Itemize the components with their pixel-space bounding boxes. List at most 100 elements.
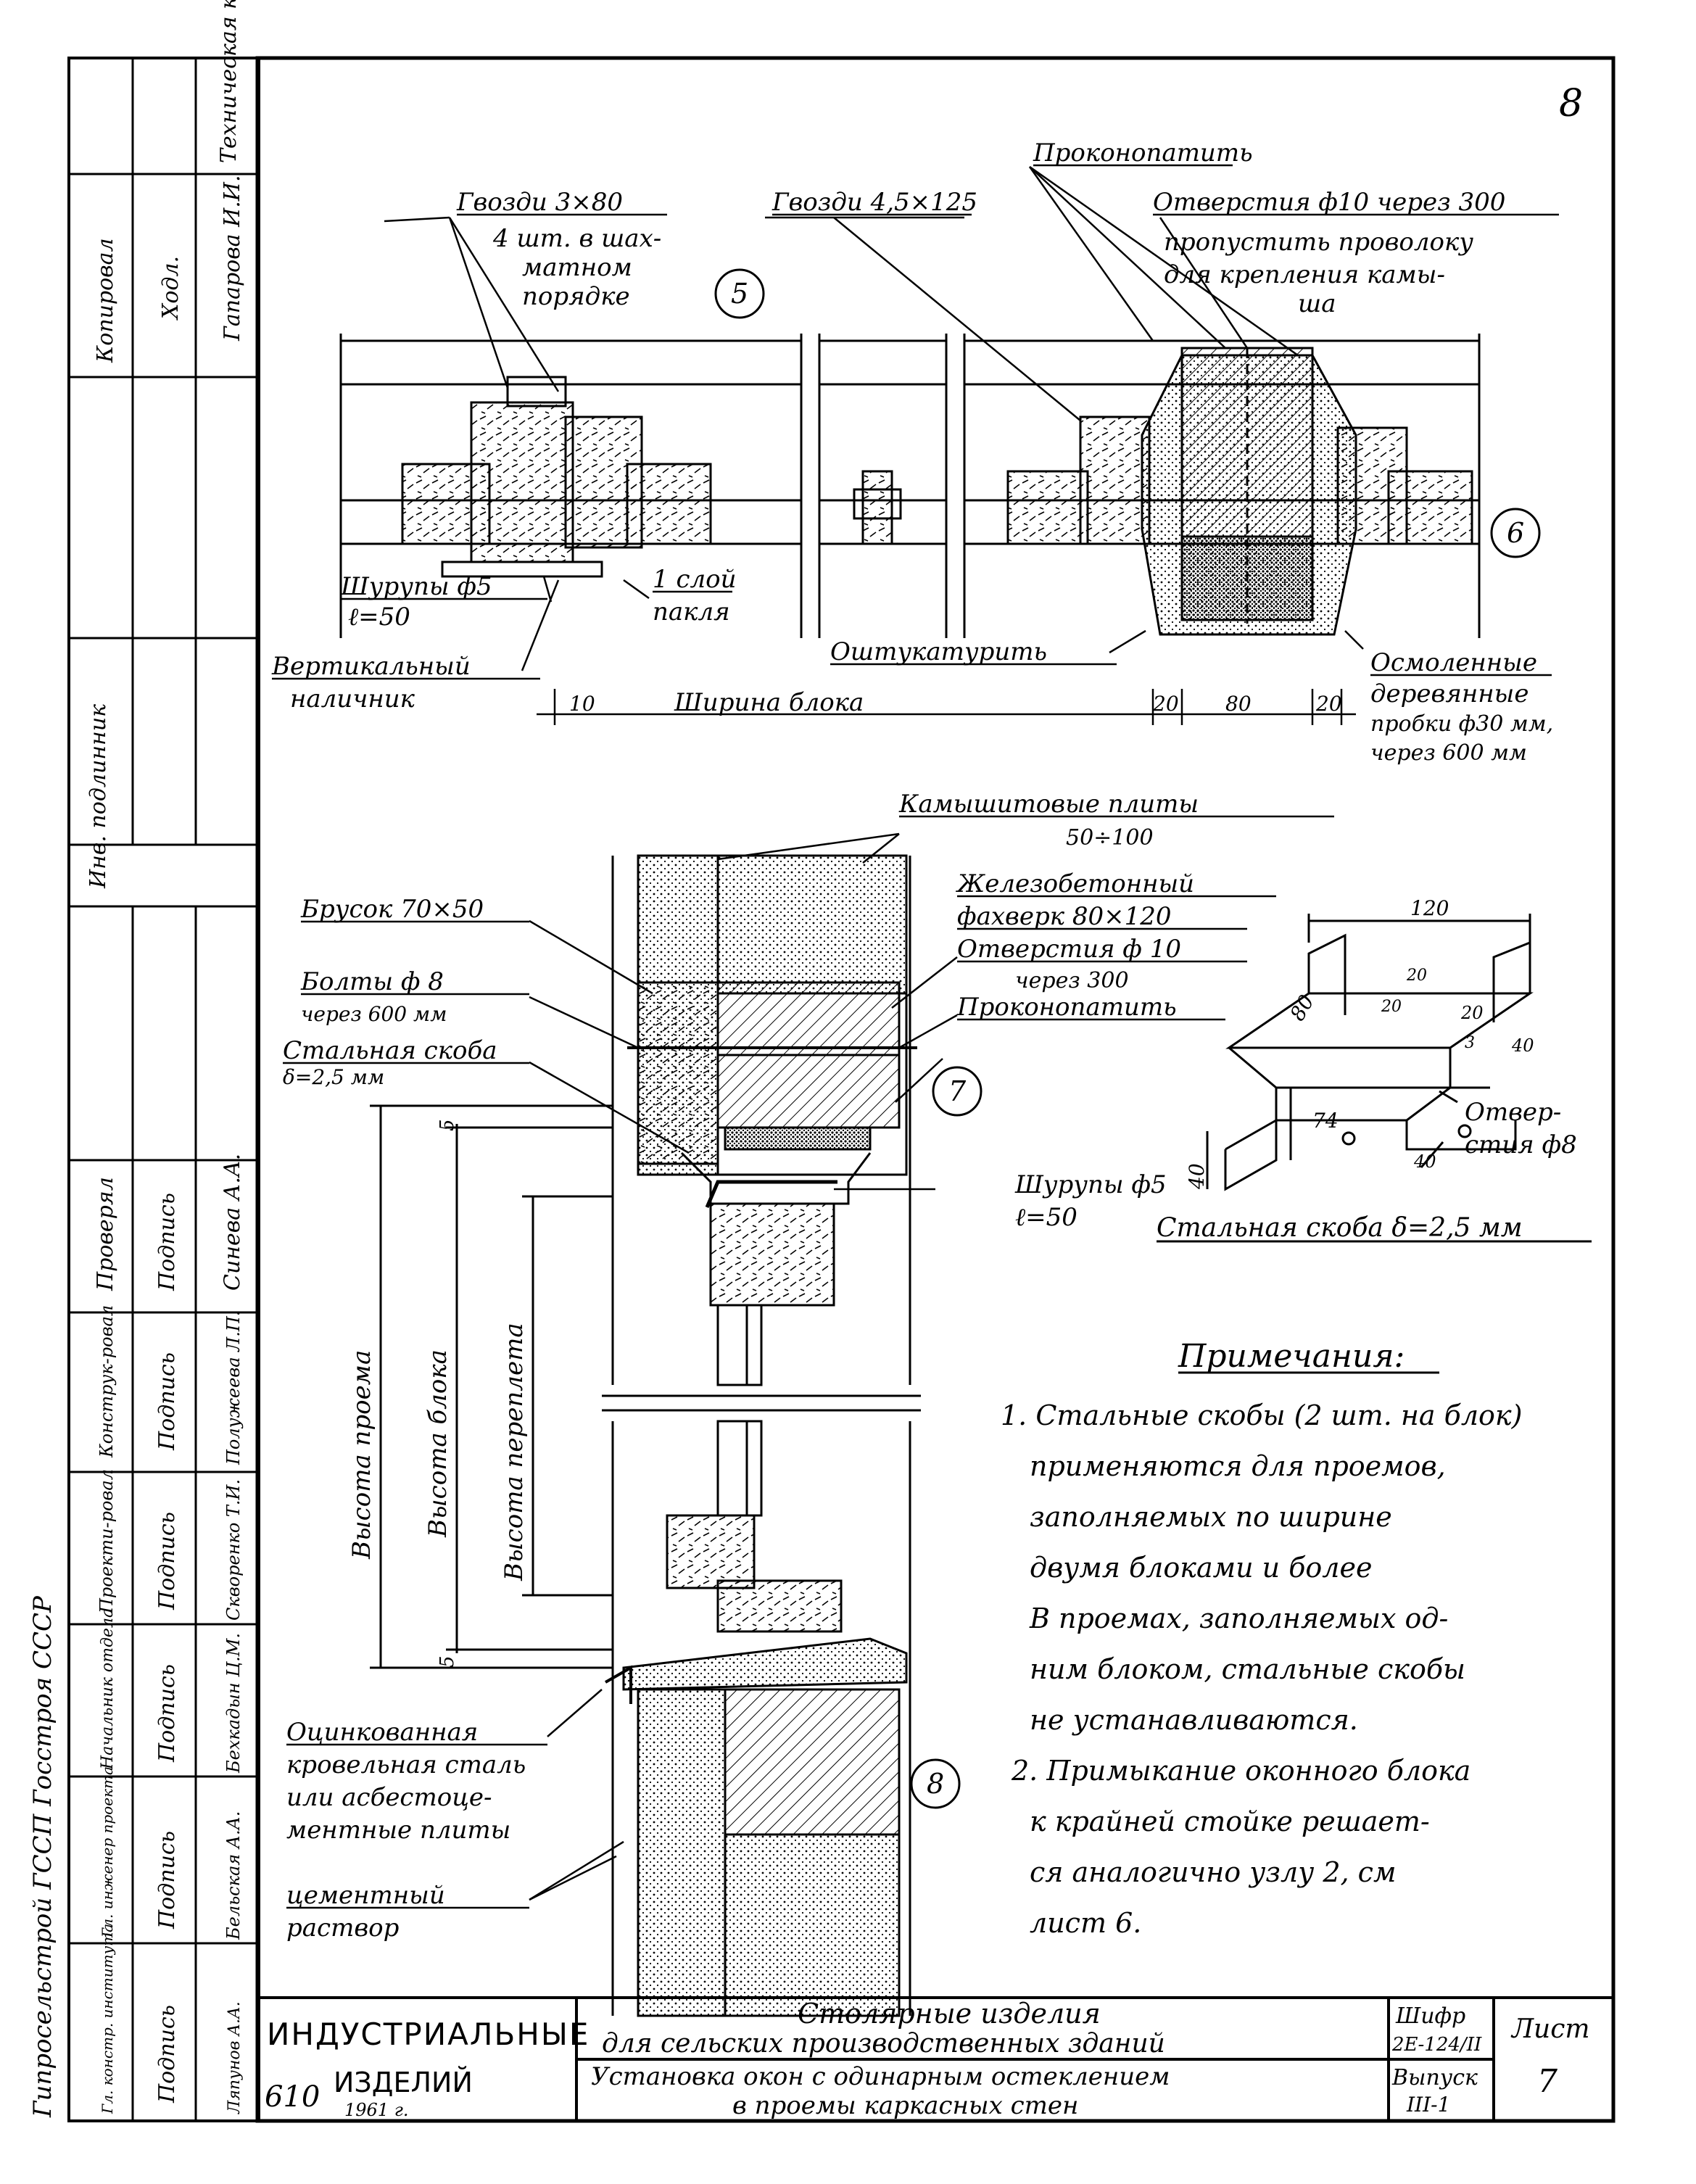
note-line-2: применяются для проемов, — [1030, 1450, 1446, 1482]
stamp-copy-name: Гапарова И.И. — [220, 175, 245, 342]
label-mortar-2: раствор — [286, 1914, 399, 1943]
label-plaster: Оштукатурить — [830, 637, 1047, 666]
bracket-dim-20b: 20 — [1381, 998, 1402, 1016]
dim-width: Ширина блока — [674, 688, 864, 717]
stamp-name-3: Скворенко Т.И. — [223, 1479, 244, 1621]
label-caulk-v: Проконопатить — [956, 993, 1177, 1022]
stamp-inventory: Инв. подлинник — [86, 704, 111, 889]
label-bracket-2: δ=2,5 мм — [283, 1065, 384, 1089]
plan-label-underlines — [272, 164, 1559, 680]
label-holes-v-2: через 300 — [1015, 968, 1129, 993]
label-rc: Железобетонный — [955, 869, 1194, 898]
note-line-7: не устанавливаются. — [1030, 1704, 1358, 1736]
side-stamp — [69, 58, 259, 2121]
label-plugs-2: деревянные — [1370, 679, 1529, 708]
label-screws-top-len: ℓ=50 — [348, 603, 410, 632]
label-holes-note-2: для крепления камы- — [1164, 260, 1445, 289]
label-steel-3: или асбестоце- — [286, 1783, 492, 1812]
svg-text:5: 5 — [731, 278, 748, 310]
label-steel: Оцинкованная — [286, 1718, 478, 1747]
notes-heading: Примечания: — [1178, 1338, 1405, 1375]
bracket-dim-40a: 40 — [1511, 1035, 1534, 1056]
stamp-sign-2: Подпись — [154, 1352, 180, 1451]
callout-5: 5 — [714, 268, 765, 319]
note-line-10: ся аналогично узлу 2, см — [1030, 1856, 1396, 1888]
stamp-sign-1: Подпись — [154, 1193, 180, 1291]
callout-8: 8 — [910, 1758, 961, 1809]
label-tow-2: пакля — [653, 597, 730, 626]
tb-org-2: ИЗДЕЛИЙ — [334, 2067, 473, 2098]
label-plugs: Осмоленные — [1370, 648, 1537, 677]
tb-code: 2Е-124/II — [1391, 2034, 1482, 2056]
stamp-name-2: Полужеева Л.П. — [223, 1311, 244, 1465]
label-holes-top: Отверстия ф10 через 300 — [1153, 188, 1505, 217]
label-rc-2: фахверк 80×120 — [957, 902, 1172, 931]
label-h-block: Высота блока — [423, 1349, 452, 1538]
tb-issue: III-1 — [1406, 2093, 1450, 2117]
notes-block: Примечания: 1. Стальные скобы (2 шт. на … — [1001, 1338, 1522, 1939]
label-tow: 1 слой — [653, 565, 737, 594]
label-screws-v: Шурупы ф5 — [1014, 1170, 1167, 1199]
stamp-sign-3: Подпись — [154, 1512, 180, 1610]
dim-80: 80 — [1225, 692, 1252, 716]
bracket-dim-80: 80 — [1285, 990, 1318, 1025]
bracket-hole-2: стия ф8 — [1465, 1130, 1577, 1159]
label-nails-note-1: 4 шт. в шах- — [492, 224, 661, 253]
note-line-6: ним блоком, стальные скобы — [1030, 1653, 1465, 1685]
tb-title-2: для сельских производственных зданий — [602, 2029, 1165, 2059]
note-line-3: заполняемых по ширине — [1030, 1501, 1392, 1533]
stamp-sign-4: Подпись — [154, 1664, 180, 1763]
bracket-detail-drawing — [1206, 914, 1534, 1191]
note-line-8: 2. Примыкание оконного блока — [1011, 1755, 1470, 1787]
label-steel-2: кровельная сталь — [286, 1750, 526, 1779]
note-line-11: лист 6. — [1030, 1907, 1141, 1939]
tb-sheet: 7 — [1537, 2063, 1558, 2100]
stamp-name-6: Ляпунов А.А. — [226, 2001, 244, 2114]
tb-org-num: 610 — [265, 2080, 320, 2114]
label-nails-45x125: Гвозди 4,5×125 — [772, 188, 977, 217]
stamp-role-6: Гл. констр. института — [99, 1924, 116, 2114]
callout-6: 6 — [1490, 508, 1541, 558]
note-line-5: В проемах, заполняемых од- — [1029, 1602, 1448, 1634]
dim-20b: 20 — [1315, 692, 1342, 716]
label-bracket: Стальная скоба — [283, 1036, 497, 1065]
label-h-opening: Высота проема — [347, 1350, 376, 1560]
label-bar: Брусок 70×50 — [300, 895, 484, 924]
note-line-9: к крайней стойке решает- — [1030, 1805, 1430, 1837]
vertical-leaders — [529, 832, 958, 1901]
label-caulk-top: Проконопатить — [1033, 138, 1253, 167]
tb-year: 1961 г. — [344, 2100, 408, 2120]
label-mortar: цементный — [286, 1881, 445, 1910]
label-bolts-2: через 600 мм — [301, 1002, 447, 1026]
label-holes-v: Отверстия ф 10 — [957, 935, 1181, 964]
dim-5a: 5 — [437, 1119, 458, 1131]
label-nails-note-2: матном — [522, 253, 632, 282]
callout-7: 7 — [932, 1066, 983, 1117]
bracket-dim-20c: 20 — [1460, 1003, 1484, 1023]
stamp-name-5: Бельская А.А. — [223, 1811, 244, 1940]
note-line-1: 1. Стальные скобы (2 шт. на блок) — [1001, 1399, 1522, 1431]
bracket-dim-74: 74 — [1312, 1109, 1339, 1133]
note-line-4: двумя блоками и более — [1030, 1552, 1372, 1584]
svg-text:7: 7 — [948, 1075, 967, 1107]
vertical-label-underlines — [283, 815, 1334, 1909]
tb-issue-label: Выпуск — [1391, 2065, 1478, 2090]
label-bolts: Болты ф 8 — [300, 967, 444, 996]
bracket-hole: Отвер- — [1465, 1098, 1561, 1127]
stamp-name-1: Синева А.А. — [220, 1154, 245, 1291]
stamp-role-1: Проверял — [93, 1177, 118, 1291]
label-trim-2: наличник — [290, 684, 415, 713]
svg-text:8: 8 — [927, 1768, 944, 1800]
title-block — [256, 1996, 1615, 2122]
bracket-caption: Стальная скоба δ=2,5 мм — [1157, 1213, 1523, 1243]
dim-5b: 5 — [437, 1655, 458, 1668]
bracket-dim-3: 3 — [1465, 1034, 1475, 1052]
svg-text:6: 6 — [1507, 517, 1524, 549]
bracket-dim-20a: 20 — [1406, 967, 1427, 985]
stamp-header-right: Техническая копия — [216, 0, 241, 163]
title-block-texts: ИНДУСТРИАЛЬНЫЕ 610 ИЗДЕЛИЙ 1961 г. Столя… — [265, 1998, 1590, 2120]
label-plugs-4: через 600 мм — [1370, 740, 1527, 766]
tb-subtitle-1: Установка окон с одинарным остеклением — [591, 2062, 1170, 2091]
stamp-role-5: Гл. инженер проекта — [99, 1766, 116, 1938]
tb-code-label: Шифр — [1395, 2003, 1465, 2029]
